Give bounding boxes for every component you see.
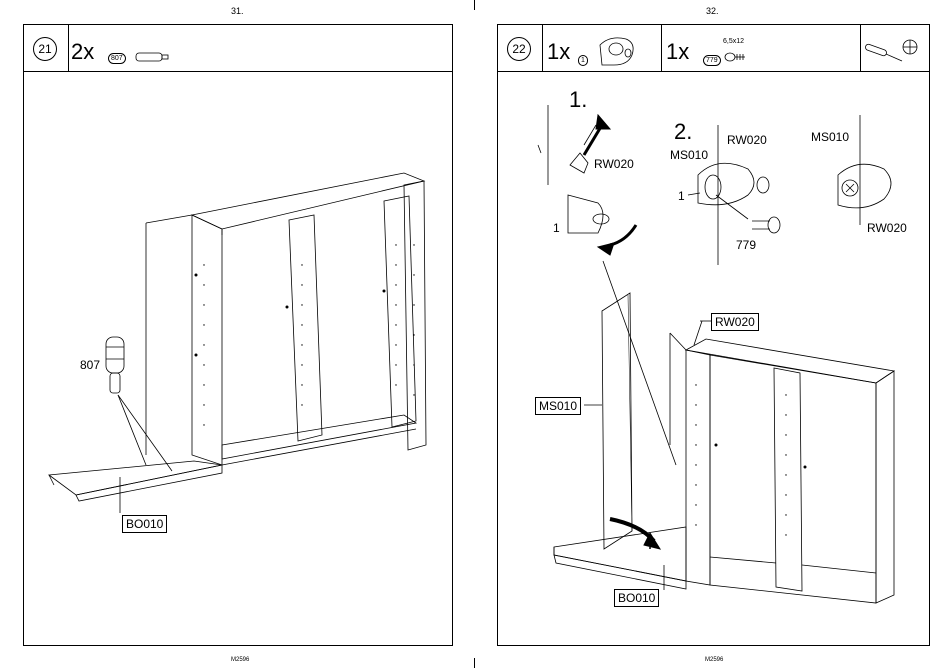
label-ms010-box: MS010: [535, 397, 581, 415]
label-779: 779: [736, 238, 756, 252]
footer-code-left: M2596: [231, 657, 249, 663]
instruction-page-right: 22 1x 1 1x 779 6,5x12: [497, 24, 930, 646]
label-rw020-detail2: RW020: [727, 133, 767, 147]
label-bo010: BO010: [122, 515, 167, 533]
fold-mark-top: [474, 0, 475, 10]
substep-1: 1.: [569, 87, 587, 113]
label-rw020-detail3: RW020: [867, 221, 907, 235]
label-bo010-box: BO010: [614, 589, 659, 607]
fold-mark-bottom: [474, 658, 475, 668]
label-1-detail2: 1: [678, 189, 685, 203]
page-number-left: 31.: [231, 6, 244, 16]
label-rw020-detail1: RW020: [594, 157, 634, 171]
wardrobe-assembly-drawing-right: [498, 25, 931, 647]
wardrobe-assembly-drawing-left: [24, 25, 454, 647]
page-number-right: 32.: [706, 6, 719, 16]
label-ms010-detail2: MS010: [670, 148, 708, 162]
label-ms010-detail3: MS010: [811, 130, 849, 144]
instruction-page-left: 21 2x 807: [23, 24, 453, 646]
label-rw020-box: RW020: [711, 313, 759, 331]
label-1-detail1: 1: [553, 221, 560, 235]
footer-code-right: M2596: [705, 657, 723, 663]
label-807: 807: [80, 358, 100, 372]
substep-2: 2.: [674, 119, 692, 145]
